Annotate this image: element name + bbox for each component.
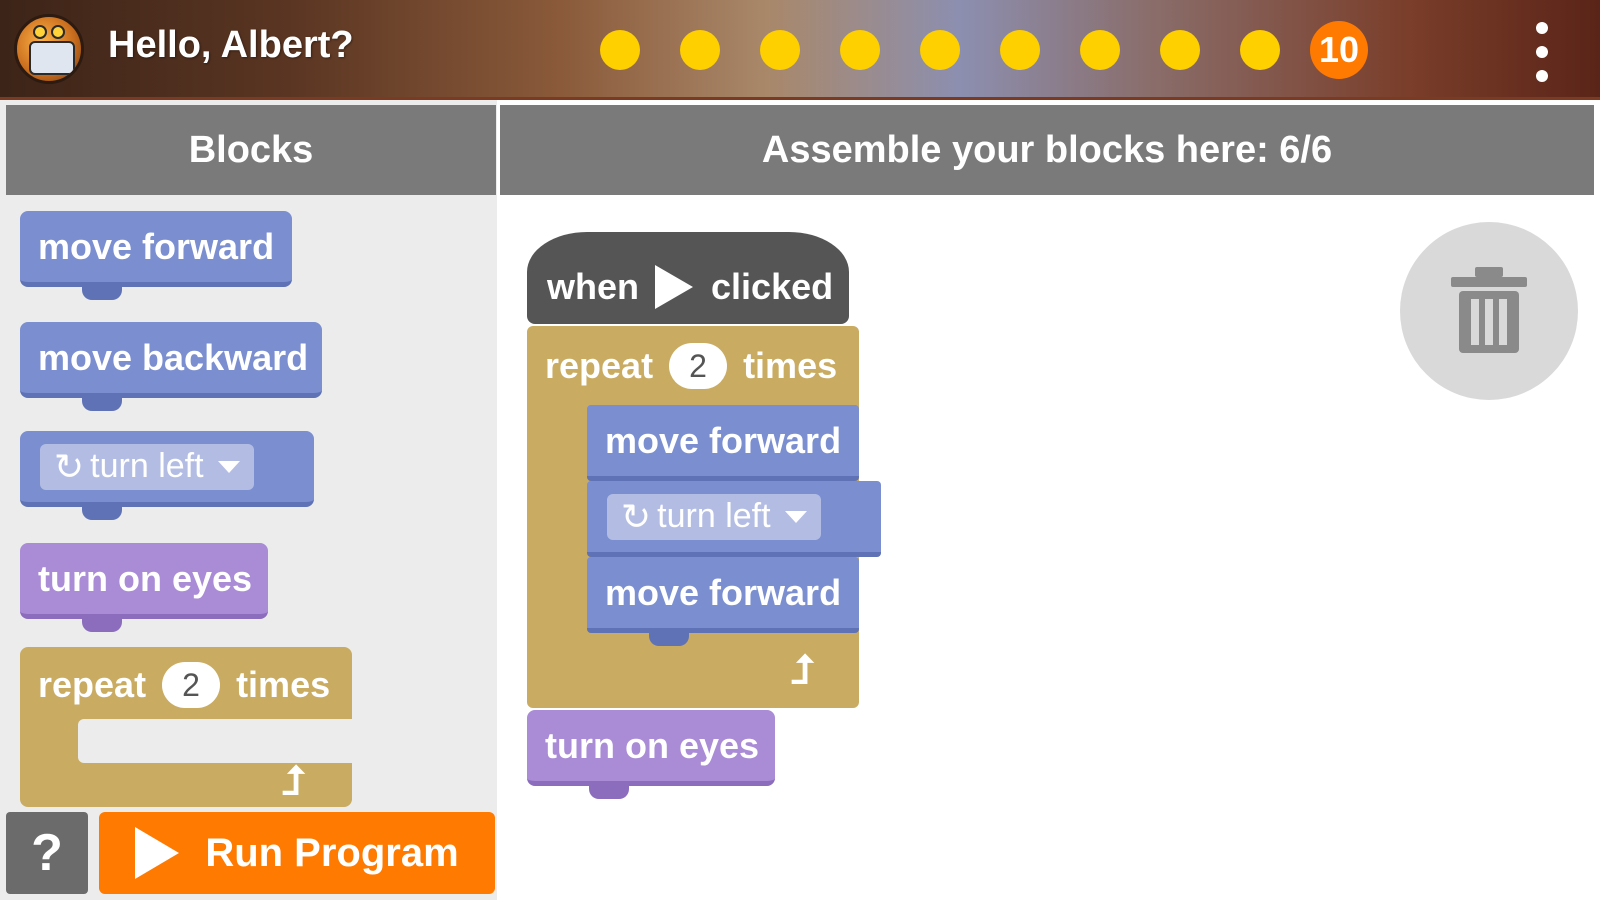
block-notch — [82, 502, 122, 520]
progress-dot[interactable] — [600, 30, 640, 70]
hat-suffix: clicked — [711, 266, 834, 307]
dropdown-label: turn left — [657, 497, 771, 535]
loop-return-icon: ⮥ — [791, 648, 815, 692]
panel-divider — [497, 100, 500, 900]
block-notch — [82, 393, 122, 411]
help-button[interactable]: ? — [6, 812, 88, 894]
block-notch — [649, 628, 689, 646]
hat-prefix: when — [547, 266, 640, 307]
repeat-header: repeat 2 times — [545, 334, 837, 398]
palette-block-turn-on-eyes[interactable]: turn on eyes — [20, 543, 268, 632]
avatar-eye-right — [51, 25, 65, 39]
caret-down-icon — [784, 510, 807, 523]
rotate-left-icon: ↻ — [621, 495, 652, 537]
turn-direction-dropdown[interactable]: ↻ turn left — [40, 443, 254, 490]
workspace-block-move-forward[interactable]: move forward — [587, 557, 859, 646]
block-notch — [82, 282, 122, 300]
repeat-prefix: repeat — [38, 664, 147, 705]
palette-block-turn-left[interactable]: ↻ turn left — [20, 431, 314, 520]
repeat-header: repeat 2 times — [38, 655, 330, 715]
help-icon: ? — [31, 824, 63, 882]
avatar-face — [29, 41, 75, 75]
avatar-eye-left — [33, 25, 47, 39]
block-label: turn on eyes — [38, 557, 253, 599]
robot-avatar-icon — [14, 14, 84, 84]
current-level-badge[interactable]: 10 — [1310, 21, 1368, 79]
palette-block-repeat[interactable]: repeat 2 times ⮥ — [20, 647, 352, 807]
repeat-count-input[interactable]: 2 — [162, 662, 221, 708]
trash-icon — [1451, 267, 1527, 353]
workspace-title: Assemble your blocks here: 6/6 — [500, 105, 1594, 195]
block-label: move backward — [38, 336, 309, 378]
kebab-dot — [1536, 70, 1548, 82]
repeat-suffix: times — [236, 664, 331, 705]
block-label: move forward — [605, 419, 842, 461]
progress-dot[interactable] — [680, 30, 720, 70]
workspace-block-turn-on-eyes[interactable]: turn on eyes — [527, 710, 775, 799]
rotate-left-icon: ↻ — [54, 445, 85, 487]
progress-dot[interactable] — [920, 30, 960, 70]
repeat-prefix: repeat — [545, 345, 654, 386]
repeat-count-input[interactable]: 2 — [669, 343, 728, 389]
loop-return-icon: ⮥ — [282, 759, 306, 803]
more-vert-icon[interactable] — [1522, 22, 1562, 82]
repeat-suffix: times — [743, 345, 838, 386]
play-icon — [655, 265, 694, 309]
progress-dot[interactable] — [1080, 30, 1120, 70]
play-icon — [135, 827, 180, 879]
caret-down-icon — [217, 460, 240, 473]
app-header: Hello, Albert? 10 — [0, 0, 1600, 100]
progress-dot[interactable] — [1240, 30, 1280, 70]
level-progress: 10 — [600, 21, 1368, 79]
progress-dot[interactable] — [760, 30, 800, 70]
block-notch — [589, 781, 629, 799]
turn-direction-dropdown[interactable]: ↻ turn left — [607, 493, 821, 540]
block-label: turn on eyes — [545, 724, 760, 766]
palette-title: Blocks — [6, 105, 496, 195]
block-notch — [82, 614, 122, 632]
palette-block-move-forward[interactable]: move forward — [20, 211, 292, 300]
kebab-dot — [1536, 22, 1548, 34]
dropdown-label: turn left — [90, 447, 204, 485]
greeting-text: Hello, Albert? — [108, 24, 354, 66]
run-program-button[interactable]: Run Program — [99, 812, 495, 894]
repeat-slot — [78, 719, 352, 763]
progress-dot[interactable] — [1160, 30, 1200, 70]
progress-dot[interactable] — [1000, 30, 1040, 70]
trash-button[interactable] — [1400, 222, 1578, 400]
run-button-label: Run Program — [205, 830, 459, 875]
when-clicked-hat-block[interactable]: when clicked — [527, 232, 849, 324]
palette-block-move-backward[interactable]: move backward — [20, 322, 322, 411]
progress-dot[interactable] — [840, 30, 880, 70]
workspace-block-move-forward[interactable]: move forward — [587, 405, 859, 481]
kebab-dot — [1536, 46, 1548, 58]
block-label: move forward — [38, 225, 275, 267]
block-label: move forward — [605, 571, 842, 613]
workspace-block-turn-left[interactable]: ↻ turn left — [587, 481, 881, 557]
